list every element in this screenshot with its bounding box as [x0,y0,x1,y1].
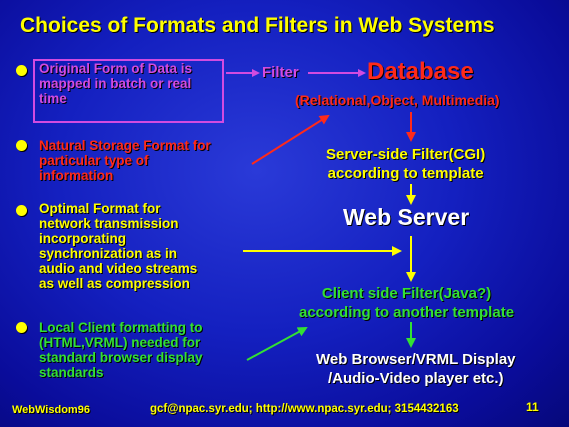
bullet-marker-1 [16,65,27,76]
bullet-line: Original Form of Data is [39,61,193,76]
client-filter-line: according to another template [299,304,515,321]
browser-line: /Audio-Video player etc.) [327,370,504,387]
database-subtitle: (Relational,Object, Multimedia) [295,92,500,108]
bullet-line: standard browser display [39,350,203,365]
bullet-line: information [39,168,114,183]
bullet-line: synchronization as in [39,246,178,261]
client-filter-line: Client side Filter(Java?) [321,285,492,302]
bullet-optimal-format: Optimal Format for network transmission … [39,201,197,291]
browser-display: Web Browser/VRML Display /Audio-Video pl… [316,350,516,388]
bullet-line: Local Client formatting to [39,320,203,335]
bullet-original-form: Original Form of Data is mapped in batch… [39,61,192,106]
original-form-box [33,59,224,123]
arrow-local-client-to-client-filter [246,327,308,361]
server-side-filter: Server-side Filter(CGI) according to tem… [326,145,485,183]
web-server-label: Web Server [343,204,470,230]
bullet-line: network transmission [39,216,179,231]
bullet-local-client: Local Client formatting to (HTML,VRML) n… [39,320,203,380]
bullet-line: particular type of [39,153,149,168]
page-number: 11 [526,400,539,414]
bullet-line: incorporating [39,231,126,246]
bullet-line: mapped in batch or real [39,76,192,91]
server-filter-line: Server-side Filter(CGI) [326,146,486,163]
bullet-natural-storage: Natural Storage Format for particular ty… [39,138,211,183]
footer-brand: WebWisdom96 [12,404,90,416]
server-filter-line: according to template [327,165,484,182]
slide-title: Choices of Formats and Filters in Web Sy… [20,14,495,37]
bullet-line: audio and video streams [39,261,198,276]
footer-contact: gcf@npac.syr.edu; http://www.npac.syr.ed… [150,403,459,415]
bullet-marker-3 [16,205,27,216]
filter-label: Filter [262,64,299,81]
bullet-line: Optimal Format for [39,201,161,216]
bullet-line: (HTML,VRML) needed for [39,335,201,350]
client-side-filter: Client side Filter(Java?) according to a… [299,284,514,322]
browser-line: Web Browser/VRML Display [316,351,516,368]
bullet-line: time [39,91,67,106]
bullet-marker-2 [16,140,27,151]
bullet-line: standards [39,365,104,380]
bullet-marker-4 [16,322,27,333]
arrow-storage-to-database [251,114,330,165]
bullet-line: as well as compression [39,276,190,291]
bullet-line: Natural Storage Format for [39,138,211,153]
database-label: Database [367,58,474,85]
